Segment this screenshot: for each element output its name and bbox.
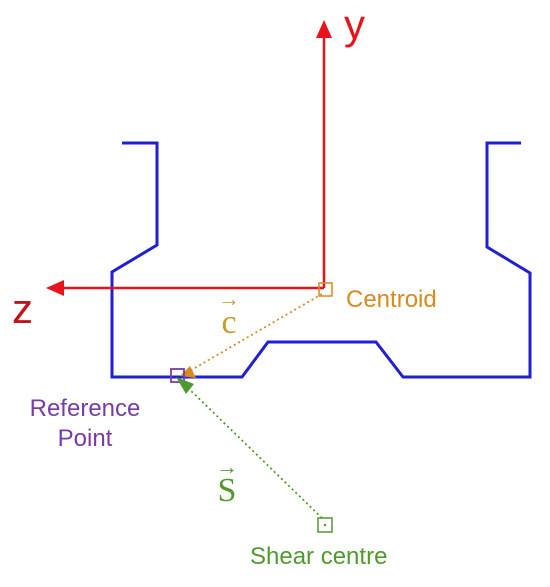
z-axis-arrowhead	[46, 280, 64, 296]
shear-centre-marker	[317, 517, 333, 533]
shear-centre-dot	[323, 523, 327, 527]
vector-s-overarrow: →	[216, 454, 238, 479]
y-axis-label: y	[344, 1, 365, 48]
vector-c-line	[187, 293, 323, 373]
vector-c-overarrow: →	[218, 286, 240, 311]
vector-s-symbol: S	[217, 472, 237, 509]
y-axis-arrowhead	[316, 20, 332, 38]
vector-c-arrowhead	[180, 366, 196, 378]
vector-s-line	[184, 384, 323, 519]
vector-c-label: → c	[209, 286, 249, 341]
vector-s-label: → S	[207, 454, 247, 509]
shear-centre-label: Shear centre	[250, 543, 388, 570]
reference-point-marker	[170, 368, 185, 383]
centroid-marker	[318, 282, 333, 297]
vector-s-arrowhead	[176, 377, 194, 394]
z-axis-label: z	[12, 285, 33, 332]
vector-c-symbol: c	[221, 304, 237, 341]
reference-point-label-line2: Point	[57, 425, 113, 452]
reference-point-label-line1: Reference	[29, 395, 141, 422]
centroid-label: Centroid	[346, 286, 437, 313]
reference-point-label: Reference Point	[10, 394, 160, 454]
cross-section-outline	[110, 141, 532, 379]
